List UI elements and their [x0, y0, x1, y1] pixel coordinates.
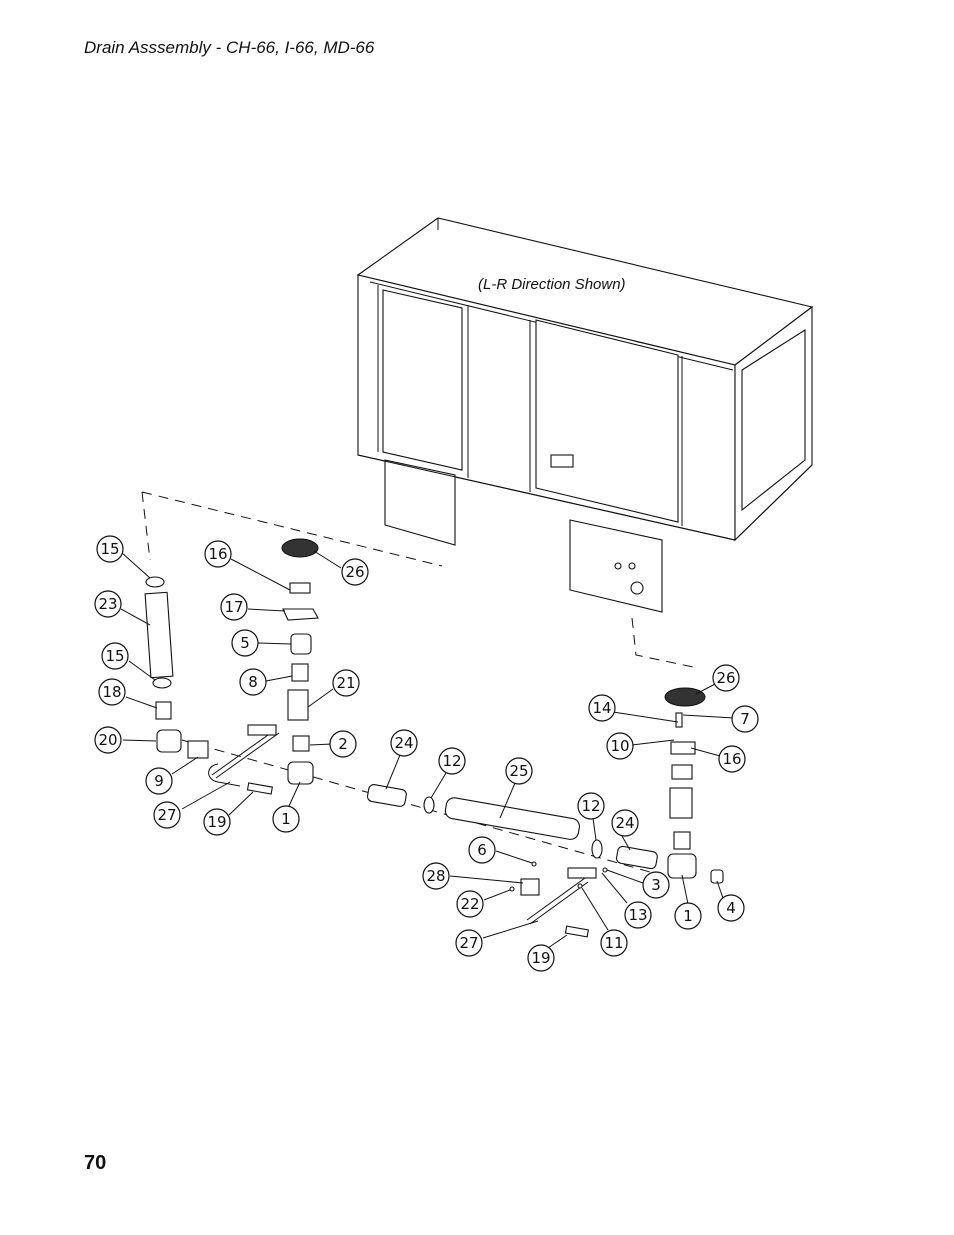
callout-27: 27	[153, 801, 181, 829]
center-pipes	[366, 784, 658, 870]
callout-24: 24	[611, 809, 639, 837]
callout-7: 7	[731, 705, 759, 733]
callout-12: 12	[577, 792, 605, 820]
callout-13: 13	[624, 901, 652, 929]
svg-text:15: 15	[105, 647, 124, 665]
callout-2: 2	[329, 730, 357, 758]
callout-14: 14	[588, 694, 616, 722]
cabinet-drawing	[356, 217, 814, 613]
svg-text:3: 3	[651, 876, 661, 894]
svg-text:16: 16	[208, 545, 227, 563]
svg-text:23: 23	[98, 595, 117, 613]
right-drain-parts	[509, 687, 724, 938]
svg-text:13: 13	[628, 906, 647, 924]
callout-15: 15	[96, 535, 124, 563]
svg-text:12: 12	[442, 752, 461, 770]
svg-text:17: 17	[224, 598, 243, 616]
svg-text:2: 2	[338, 735, 348, 753]
svg-text:4: 4	[726, 899, 736, 917]
svg-text:14: 14	[592, 699, 611, 717]
callout-16: 16	[718, 745, 746, 773]
svg-text:10: 10	[610, 737, 629, 755]
callout-leaders	[120, 550, 735, 949]
svg-text:28: 28	[426, 867, 445, 885]
svg-text:1: 1	[683, 907, 693, 925]
callout-28: 28	[422, 862, 450, 890]
callout-16: 16	[204, 540, 232, 568]
callout-1: 1	[674, 902, 702, 930]
leader-line	[631, 617, 699, 669]
callout-9: 9	[145, 767, 173, 795]
callout-18: 18	[98, 678, 126, 706]
direction-note: (L-R Direction Shown)	[478, 276, 626, 293]
svg-text:27: 27	[157, 806, 176, 824]
callout-1: 1	[272, 805, 300, 833]
callout-4: 4	[717, 894, 745, 922]
svg-text:24: 24	[394, 734, 413, 752]
callout-17: 17	[220, 593, 248, 621]
svg-text:8: 8	[248, 673, 258, 691]
svg-text:24: 24	[615, 814, 634, 832]
callout-19: 19	[203, 808, 231, 836]
callout-24: 24	[390, 729, 418, 757]
callout-5: 5	[231, 629, 259, 657]
svg-text:7: 7	[740, 710, 750, 728]
callout-6: 6	[468, 836, 496, 864]
leader-line	[141, 491, 443, 567]
callout-23: 23	[94, 590, 122, 618]
callout-11: 11	[600, 929, 628, 957]
page-title: Drain Asssembly - CH-66, I-66, MD-66	[84, 38, 375, 57]
callout-26: 26	[712, 664, 740, 692]
svg-text:9: 9	[154, 772, 164, 790]
callout-8: 8	[239, 668, 267, 696]
svg-text:11: 11	[604, 934, 623, 952]
callout-26: 26	[341, 558, 369, 586]
callout-25: 25	[505, 757, 533, 785]
callout-19: 19	[527, 944, 555, 972]
svg-text:26: 26	[345, 563, 364, 581]
svg-text:19: 19	[207, 813, 226, 831]
svg-text:26: 26	[716, 669, 735, 687]
svg-text:25: 25	[509, 762, 528, 780]
callout-22: 22	[456, 890, 484, 918]
svg-text:22: 22	[460, 895, 479, 913]
callout-21: 21	[332, 669, 360, 697]
svg-text:18: 18	[102, 683, 121, 701]
svg-text:12: 12	[581, 797, 600, 815]
page-number: 70	[84, 1152, 107, 1174]
svg-text:6: 6	[477, 841, 487, 859]
svg-text:1: 1	[281, 810, 291, 828]
callout-15: 15	[101, 642, 129, 670]
svg-text:20: 20	[98, 731, 117, 749]
svg-text:21: 21	[336, 674, 355, 692]
callout-12: 12	[438, 747, 466, 775]
left-drain-parts	[144, 538, 319, 795]
svg-text:19: 19	[531, 949, 550, 967]
callout-20: 20	[94, 726, 122, 754]
callout-3: 3	[642, 871, 670, 899]
svg-text:16: 16	[722, 750, 741, 768]
callout-10: 10	[606, 732, 634, 760]
leader-line	[181, 739, 651, 873]
callout-27: 27	[455, 929, 483, 957]
leader-line	[141, 491, 151, 561]
svg-text:15: 15	[100, 540, 119, 558]
svg-text:5: 5	[240, 634, 250, 652]
svg-text:27: 27	[459, 934, 478, 952]
